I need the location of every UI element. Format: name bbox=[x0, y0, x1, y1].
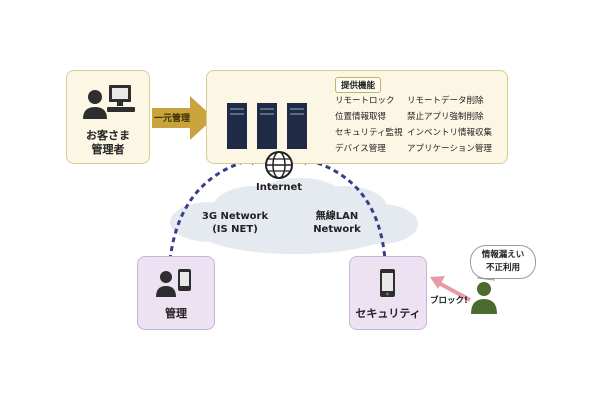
smartphone-icon bbox=[380, 269, 395, 297]
customer-admin-box: お客さま 管理者 bbox=[66, 70, 150, 164]
network-left-line1: 3G Network bbox=[201, 211, 269, 222]
threat-line2: 不正利用 bbox=[485, 263, 520, 273]
features-title: 提供機能 bbox=[335, 77, 382, 93]
threat-bubble: 情報漏えい 不正利用 bbox=[470, 245, 536, 279]
server-icon bbox=[257, 103, 277, 149]
admin-device-label: 管理 bbox=[165, 307, 187, 320]
malicious-user-icon bbox=[471, 282, 497, 314]
feature-item: リモートデータ削除 bbox=[407, 96, 484, 106]
threat-line1: 情報漏えい bbox=[481, 250, 525, 260]
globe-icon bbox=[265, 151, 293, 179]
security-device-box: セキュリティ bbox=[349, 256, 427, 330]
features-left-list: リモートロック 位置情報取得 セキュリティ監視 デバイス管理 bbox=[335, 93, 403, 157]
feature-item: 禁止アプリ強制削除 bbox=[407, 112, 484, 122]
feature-item: インベントリ情報収集 bbox=[407, 128, 493, 138]
feature-item: 位置情報取得 bbox=[335, 112, 387, 122]
network-left-line2: (IS NET) bbox=[212, 224, 258, 235]
admin-device-box: 管理 bbox=[137, 256, 215, 330]
server-icons bbox=[227, 103, 307, 149]
customer-label-line1: お客さま bbox=[86, 129, 130, 142]
network-left-label: 3G Network (IS NET) bbox=[195, 210, 275, 236]
network-cloud bbox=[170, 178, 418, 254]
server-icon bbox=[287, 103, 307, 149]
network-right-label: 無線LAN Network bbox=[302, 210, 372, 236]
security-device-label: セキュリティ bbox=[355, 307, 421, 320]
network-right-line2: Network bbox=[313, 224, 361, 235]
feature-item: リモートロック bbox=[335, 96, 395, 106]
internet-label: Internet bbox=[255, 182, 302, 193]
server-icon bbox=[227, 103, 247, 149]
block-label: ブロック! bbox=[430, 296, 468, 306]
admin-phone-icon bbox=[156, 269, 191, 297]
block-arrow bbox=[430, 276, 471, 302]
admin-pc-icon bbox=[83, 85, 135, 119]
arrow-label: 一元管理 bbox=[153, 114, 190, 124]
customer-label-line2: 管理者 bbox=[91, 143, 125, 156]
unified-management-arrow bbox=[152, 96, 214, 140]
features-right-list: リモートデータ削除 禁止アプリ強制削除 インベントリ情報収集 アプリケーション管… bbox=[407, 93, 492, 157]
network-right-line1: 無線LAN bbox=[315, 211, 359, 222]
feature-item: デバイス管理 bbox=[335, 144, 386, 154]
service-box: 提供機能 リモートロック 位置情報取得 セキュリティ監視 デバイス管理 リモート… bbox=[206, 70, 508, 164]
feature-item: セキュリティ監視 bbox=[335, 128, 403, 138]
feature-item: アプリケーション管理 bbox=[407, 144, 492, 154]
